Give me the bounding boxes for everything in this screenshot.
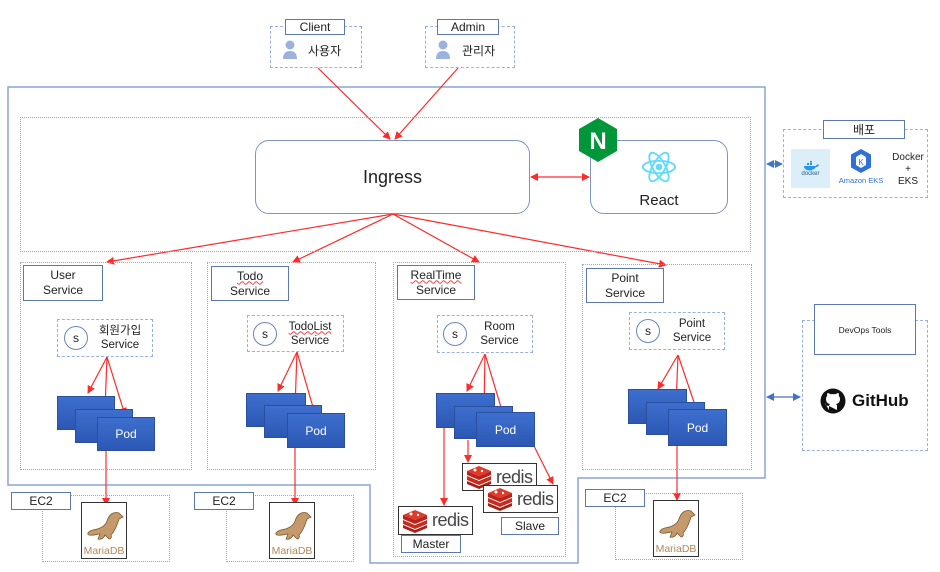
arrow-client-ingress: [317, 67, 391, 140]
mariadb-seal-icon: [87, 512, 124, 540]
service-icon: s: [253, 321, 277, 346]
point-service-zone: [582, 264, 752, 470]
ingress-label: Ingress: [362, 166, 423, 187]
client-role: 사용자: [308, 44, 342, 58]
ec2-label: EC2: [11, 492, 71, 510]
react-icon: [640, 149, 678, 190]
mariadb-seal-icon: [659, 510, 696, 538]
todo-service-zone: [207, 262, 376, 470]
admin-role: 관리자: [462, 44, 496, 58]
github-icon: [820, 388, 846, 414]
ec2-zone-3: [615, 493, 743, 560]
deploy-note: Docker+EKS: [892, 152, 924, 187]
redis-icon: [488, 488, 512, 511]
mariadb-3: MariaDB: [653, 500, 699, 557]
user-service-zone: [20, 262, 192, 470]
svg-text:N: N: [589, 128, 606, 155]
client-label: Client: [285, 19, 345, 35]
redis-icon: [467, 466, 491, 489]
arrow-admin-ingress: [394, 67, 459, 140]
kubernetes-icon: K: [851, 149, 871, 173]
ec2-zone-2: [226, 495, 354, 562]
mariadb-2: MariaDB: [269, 502, 315, 559]
ec2-label: EC2: [194, 492, 254, 510]
devops-title: DevOps Tools: [814, 304, 916, 355]
redis-master-label: Master: [401, 535, 461, 553]
react-label: React: [639, 192, 679, 209]
docker-whale-icon: [803, 160, 819, 170]
admin-icon: [435, 40, 451, 60]
eks-logo: K Amazon EKS: [836, 148, 886, 194]
arrow-ingress-user: [106, 213, 394, 265]
redis-icon: [403, 509, 427, 533]
service-icon: s: [443, 322, 467, 346]
redis-slave-2: redis: [483, 485, 558, 513]
cluster-outline: [7, 86, 766, 564]
redis-slave-label: Slave: [501, 517, 559, 535]
github-logo: GitHub: [820, 388, 909, 414]
pod: Pod: [668, 409, 727, 446]
ec2-label: EC2: [585, 489, 645, 507]
arrow-ingress-point: [392, 213, 667, 268]
pod: Pod: [476, 412, 535, 447]
arrow-ingress-todo: [292, 213, 394, 263]
user-icon: [282, 40, 298, 60]
ingress-zone: [20, 117, 751, 252]
pod: Pod: [97, 417, 155, 451]
redis-master: redis: [398, 506, 473, 535]
service-icon: s: [636, 319, 660, 343]
nginx-icon: N: [577, 117, 619, 163]
docker-logo: docker: [791, 149, 830, 188]
svg-text:K: K: [858, 158, 864, 167]
ec2-zone-1: [42, 495, 170, 562]
ingress-box: Ingress: [255, 140, 530, 214]
admin-label: Admin: [437, 19, 499, 35]
arrow-ingress-realtime: [392, 213, 480, 263]
mariadb-seal-icon: [275, 512, 312, 540]
service-icon: s: [64, 326, 88, 350]
mariadb-1: MariaDB: [81, 502, 127, 559]
deploy-title: 배포: [823, 120, 905, 139]
realtime-service-zone: [393, 262, 566, 557]
pod: Pod: [287, 413, 345, 448]
